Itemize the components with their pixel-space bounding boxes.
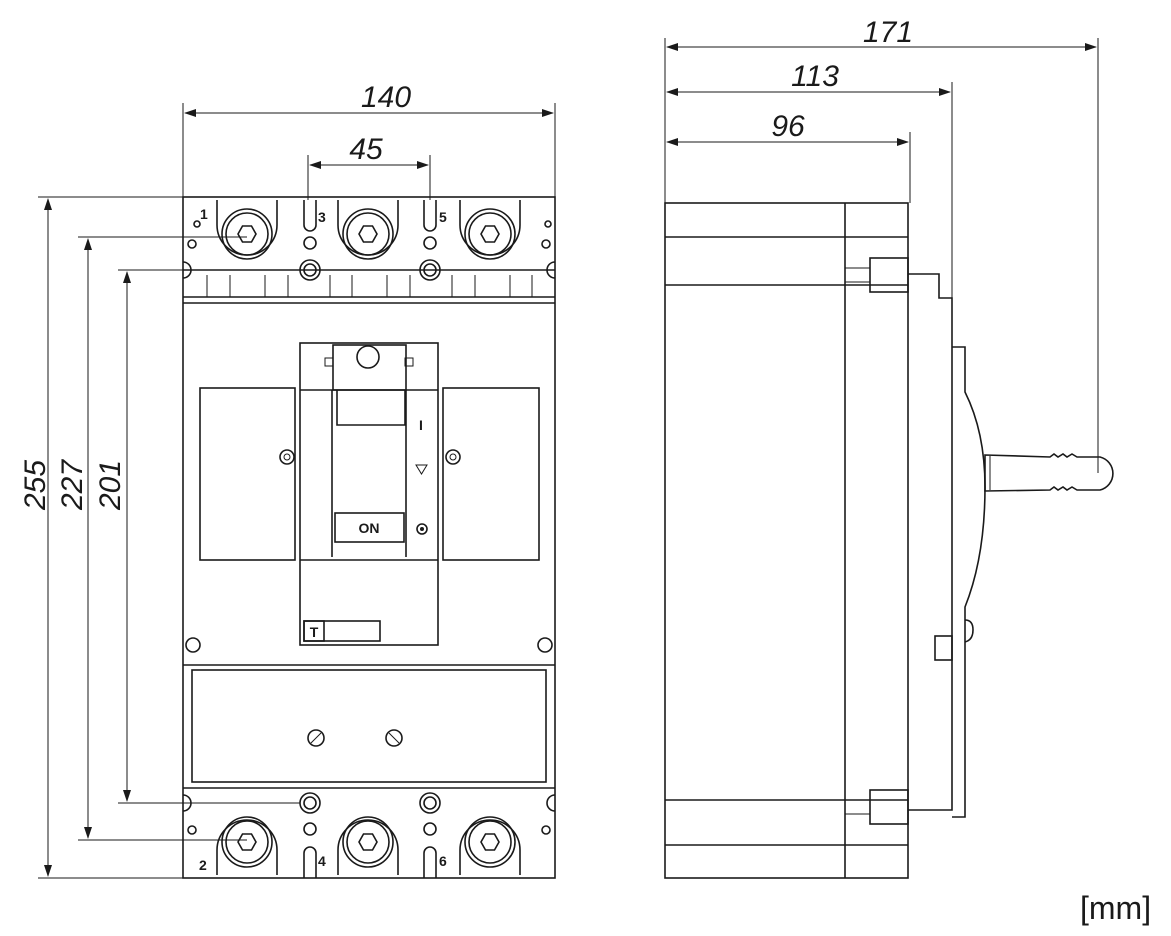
handle-module: ON I T [299, 342, 439, 646]
side-dimensions: 171 113 96 [664, 16, 1099, 473]
on-indicator: I [419, 417, 423, 433]
dim-113: 113 [791, 60, 839, 93]
side-view: 171 113 96 [664, 16, 1114, 879]
dim-140: 140 [361, 81, 411, 114]
bottom-terminals: 2 4 6 [182, 787, 556, 878]
triangle-indicator-icon [415, 464, 428, 475]
dim-171: 171 [863, 16, 913, 49]
dim-255: 255 [19, 460, 52, 511]
on-label: ON [359, 520, 380, 536]
front-view: 1 3 5 ON I T [19, 81, 556, 879]
dim-227: 227 [56, 459, 89, 511]
dim-45: 45 [349, 133, 383, 166]
terminal-label-6: 6 [439, 853, 447, 869]
terminal-label-1: 1 [200, 206, 208, 222]
dim-96: 96 [771, 110, 805, 143]
terminal-label-5: 5 [439, 209, 447, 225]
terminal-label-2: 2 [199, 857, 207, 873]
unit-label: [mm] [1080, 890, 1152, 926]
trip-label: T [310, 624, 319, 640]
terminal-label-4: 4 [318, 853, 326, 869]
side-handle [934, 346, 1114, 818]
on-handle [334, 512, 405, 543]
top-terminals: 1 3 5 [182, 200, 556, 281]
terminal-label-3: 3 [318, 209, 326, 225]
front-dimensions: 140 45 255 227 201 [19, 81, 556, 879]
dim-201: 201 [94, 460, 127, 511]
